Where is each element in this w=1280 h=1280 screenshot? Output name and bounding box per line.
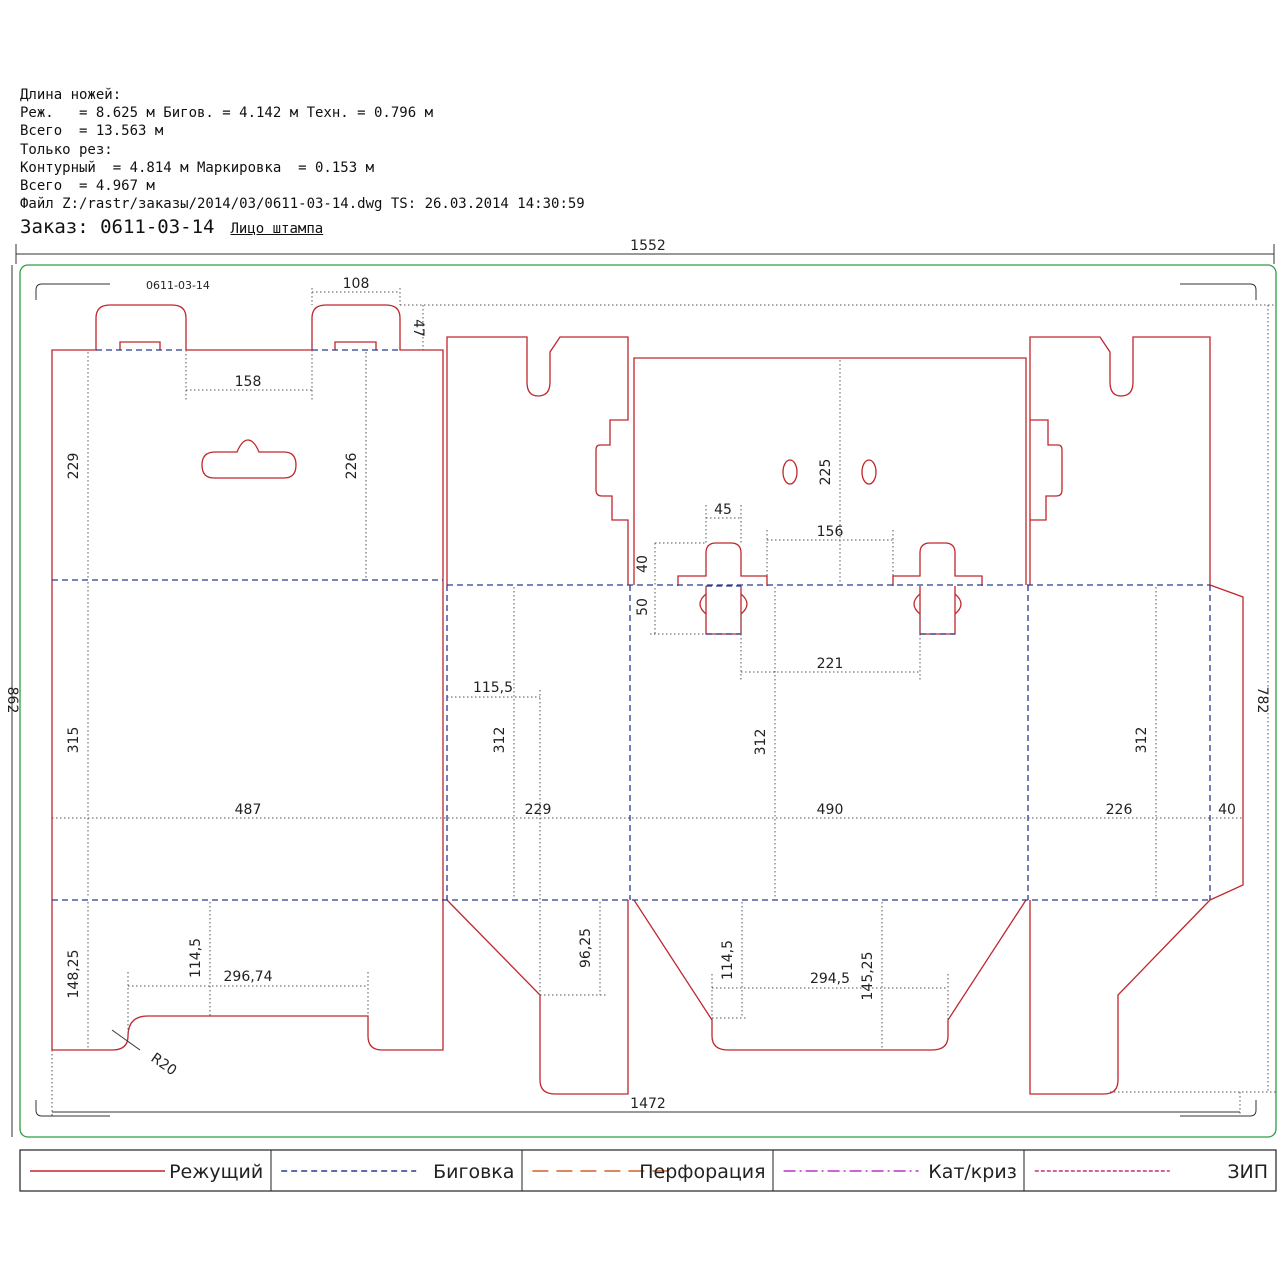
dim-114-5-left: 114,5: [188, 938, 204, 978]
corner-mark-tl: [35, 283, 110, 300]
header-line-total-cut: Всего = 4.967 м: [20, 178, 155, 195]
dim-312-panel2: 312: [492, 727, 508, 754]
dim-225: 225: [818, 459, 834, 486]
order-label: Заказ: 0611-03-14: [20, 216, 215, 239]
legend-label-1: Биговка: [433, 1161, 514, 1183]
face-label: Лицо штампа: [230, 221, 324, 238]
dim-47: 47: [410, 319, 426, 337]
dim-294-5: 294,5: [810, 971, 850, 987]
dim-overall-height: 862: [4, 265, 20, 1137]
dim-40-tab: 40: [635, 555, 651, 573]
dim-315: 315: [66, 727, 82, 754]
corner-mark-br: [1180, 1100, 1257, 1117]
dim-145-25: 145,25: [860, 952, 876, 1001]
dim-226-top: 226: [344, 453, 360, 480]
dim-114-5-mid: 114,5: [720, 940, 736, 980]
dim-bottom-width: 1472: [51, 1050, 1241, 1116]
dim-148-25: 148,25: [66, 950, 82, 999]
dim-108: 108: [343, 276, 370, 292]
dim-right-height: 782: [400, 304, 1276, 1093]
dim-115-5: 115,5: [473, 680, 513, 696]
dim-487: 487: [235, 802, 262, 818]
dim-229-top: 229: [66, 453, 82, 480]
dim-45: 45: [714, 502, 732, 518]
corner-mark-bl: [35, 1100, 110, 1117]
dim-226-panel4: 226: [1106, 802, 1133, 818]
legend-label-3: Кат/криз: [928, 1161, 1017, 1183]
order-line: Заказ: 0611-03-14 Лицо штампа: [20, 215, 720, 241]
dim-782: 782: [1254, 687, 1270, 714]
header-line-title: Длина ножей:: [20, 87, 122, 103]
knife-length-header: Длина ножей: Реж. = 8.625 м Бигов. = 4.1…: [20, 86, 720, 241]
header-line-lengths: Реж. = 8.625 м Бигов. = 4.142 м Техн. = …: [20, 105, 434, 122]
header-line-total: Всего = 13.563 м: [20, 123, 164, 140]
crease-lines: [52, 349, 1211, 901]
dim-158: 158: [235, 374, 262, 390]
stamp-id: 0611-03-14: [146, 279, 210, 292]
legend-label-2: Перфорация: [639, 1161, 765, 1183]
dim-229-panel2: 229: [525, 802, 552, 818]
dimensions: 108 47 158 229 226 225 45 156 40 5: [52, 276, 1243, 1079]
dim-156: 156: [817, 524, 844, 540]
dim-96-25: 96,25: [578, 928, 594, 968]
dim-1472: 1472: [630, 1096, 666, 1112]
header-line-contour: Контурный = 4.814 м Маркировка = 0.153 м: [20, 159, 375, 176]
dim-862: 862: [4, 687, 20, 714]
dim-296-74: 296,74: [224, 969, 273, 985]
cut-lines: [51, 304, 1244, 1095]
dim-50: 50: [635, 598, 651, 616]
dim-overall-width: 1552: [15, 238, 1275, 264]
dim-312-panel4: 312: [1134, 727, 1150, 754]
dim-312-panel3: 312: [753, 729, 769, 756]
legend: Режущий Биговка Перфорация Кат/криз ЗИП: [19, 1149, 1277, 1192]
sheet-frame: [19, 264, 1277, 1138]
corner-mark-tr: [1180, 283, 1257, 300]
dim-r20: R20: [148, 1050, 180, 1079]
dim-1552: 1552: [630, 238, 666, 254]
dim-490: 490: [817, 802, 844, 818]
legend-label-4: ЗИП: [1227, 1161, 1268, 1183]
header-line-cut-only: Только рез:: [20, 141, 113, 158]
dim-221: 221: [817, 656, 844, 672]
legend-label-0: Режущий: [169, 1161, 263, 1183]
header-line-file: Файл Z:/rastr/заказы/2014/03/0611-03-14.…: [20, 196, 585, 213]
dim-40-glue: 40: [1218, 802, 1236, 818]
